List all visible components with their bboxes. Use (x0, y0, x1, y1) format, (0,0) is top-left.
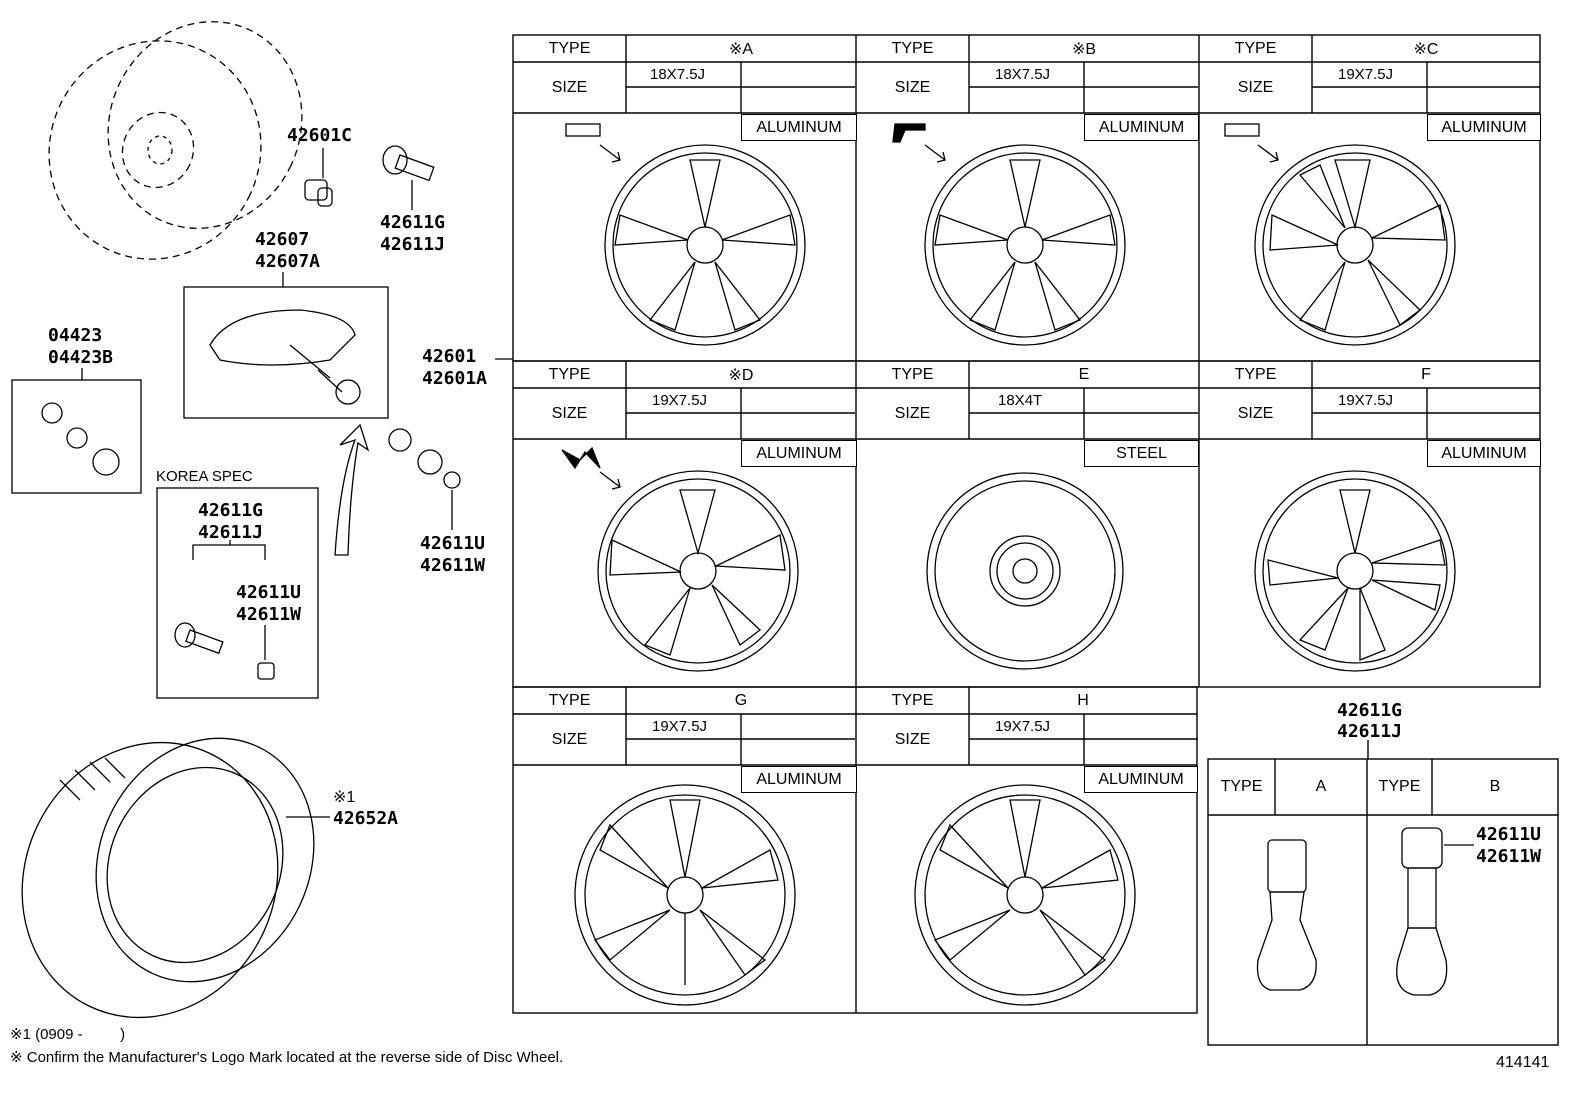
tpms-sensor-icon (209, 309, 361, 405)
type-label: TYPE (891, 365, 934, 383)
part-42601: 42601 (422, 346, 477, 367)
wheel-material-h: ALUMINUM (1084, 766, 1198, 793)
part-42601c: 42601C (287, 125, 353, 146)
size-label: SIZE (551, 730, 588, 748)
type-label: TYPE (891, 39, 934, 57)
wheel-type-h: H (1077, 691, 1089, 709)
type-label: TYPE (548, 365, 591, 383)
wheel-size-h: 19X7.5J (995, 718, 1051, 735)
wheel-drawing-h (914, 784, 1136, 1006)
spare-hub-icon (147, 135, 173, 165)
part-42611j-valve: 42611J (1337, 721, 1403, 742)
logo-mark-icon (561, 123, 1260, 470)
part-42611g-korea: 42611G (198, 500, 264, 521)
part-42601a: 42601A (422, 368, 488, 389)
valve-nut-icon (388, 428, 461, 489)
valve-type-table (1207, 740, 1559, 1046)
part-42611g-valve: 42611G (1337, 700, 1403, 721)
wheel-size-g: 19X7.5J (652, 718, 708, 735)
wheel-drawing-d (597, 470, 799, 672)
type-label: TYPE (1234, 365, 1277, 383)
type-label: TYPE (548, 691, 591, 709)
wheel-size-e: 18X4T (998, 392, 1043, 409)
part-42607a: 42607A (255, 251, 321, 272)
wheel-material-a: ALUMINUM (741, 114, 857, 141)
part-42611u-korea: 42611U (236, 582, 302, 603)
wheel-type-b: ※B (1071, 40, 1097, 58)
part-04423b: 04423B (48, 347, 114, 368)
valve-type-a-icon (1256, 839, 1317, 991)
size-label: SIZE (894, 78, 931, 96)
logo-mark-arrows (599, 144, 1279, 490)
part-42611u-valve: 42611U (1476, 824, 1542, 845)
valve-type-b-icon (1396, 827, 1474, 996)
note1-mark: ※1 (333, 789, 356, 806)
tire-illustration (21, 737, 315, 1019)
wheel-type-d: ※D (728, 366, 754, 384)
wheel-size-d: 19X7.5J (652, 392, 708, 409)
part-04423: 04423 (48, 325, 103, 346)
wheel-drawing-g (574, 784, 796, 1006)
valve-type-b: B (1489, 778, 1501, 795)
wheel-table-grid (512, 34, 1541, 1014)
wheel-type-f: F (1421, 365, 1431, 383)
wheel-material-b: ALUMINUM (1084, 114, 1199, 141)
wheel-size-f: 19X7.5J (1338, 392, 1394, 409)
wheel-material-g: ALUMINUM (741, 766, 857, 793)
size-label: SIZE (551, 78, 588, 96)
size-label: SIZE (894, 404, 931, 422)
wheel-drawing-a (604, 144, 806, 346)
part-42611w-korea: 42611W (236, 604, 302, 625)
valve-type-a: A (1315, 778, 1327, 795)
wheel-material-e: STEEL (1084, 440, 1199, 467)
valve-cap-parts-icon (41, 402, 120, 476)
wheel-material-d: ALUMINUM (741, 440, 857, 467)
size-label: SIZE (1237, 404, 1274, 422)
wheel-material-c: ALUMINUM (1427, 114, 1541, 141)
part-42652a: 42652A (333, 808, 399, 829)
wheel-material-f: ALUMINUM (1427, 440, 1541, 467)
wheel-size-a: 18X7.5J (650, 66, 706, 83)
wheel-type-c: ※C (1413, 40, 1439, 58)
wheel-drawing-e (926, 472, 1124, 670)
wheel-type-a: ※A (728, 40, 754, 58)
wheel-drawing-b (924, 144, 1126, 346)
valve-stem-icon (382, 145, 435, 182)
part-42607: 42607 (255, 229, 310, 250)
part-42611j-korea: 42611J (198, 522, 264, 543)
install-arrow (334, 423, 370, 556)
footnote-1: ※1 (0909 - ) (10, 1026, 126, 1043)
footnote-2: ※ Confirm the Manufacturer's Logo Mark l… (10, 1049, 564, 1066)
wheel-size-c: 19X7.5J (1338, 66, 1394, 83)
korea-valve-icon (174, 622, 275, 680)
type-label: TYPE (891, 691, 934, 709)
size-label: SIZE (551, 404, 588, 422)
part-42611w-valve: 42611W (1476, 846, 1542, 867)
part-42611u-right: 42611U (420, 533, 486, 554)
korea-spec-label: KOREA SPEC (156, 468, 253, 485)
type-label: TYPE (548, 39, 591, 57)
part-42611w-right: 42611W (420, 555, 486, 576)
part-42611j-top: 42611J (380, 234, 446, 255)
type-label: TYPE (1378, 778, 1421, 795)
wheel-nut-icon (304, 179, 333, 207)
spare-tire-illustration (48, 21, 303, 260)
wheel-type-g: G (734, 691, 748, 709)
diagram-id: 414141 (1496, 1054, 1550, 1071)
size-label: SIZE (1237, 78, 1274, 96)
wheel-drawing-f (1254, 470, 1456, 672)
wheel-type-e: E (1078, 365, 1090, 383)
type-label: TYPE (1234, 39, 1277, 57)
part-42611g-top: 42611G (380, 212, 446, 233)
size-label: SIZE (894, 730, 931, 748)
wheel-size-b: 18X7.5J (995, 66, 1051, 83)
type-label: TYPE (1220, 778, 1263, 795)
wheel-drawing-c (1254, 144, 1456, 346)
